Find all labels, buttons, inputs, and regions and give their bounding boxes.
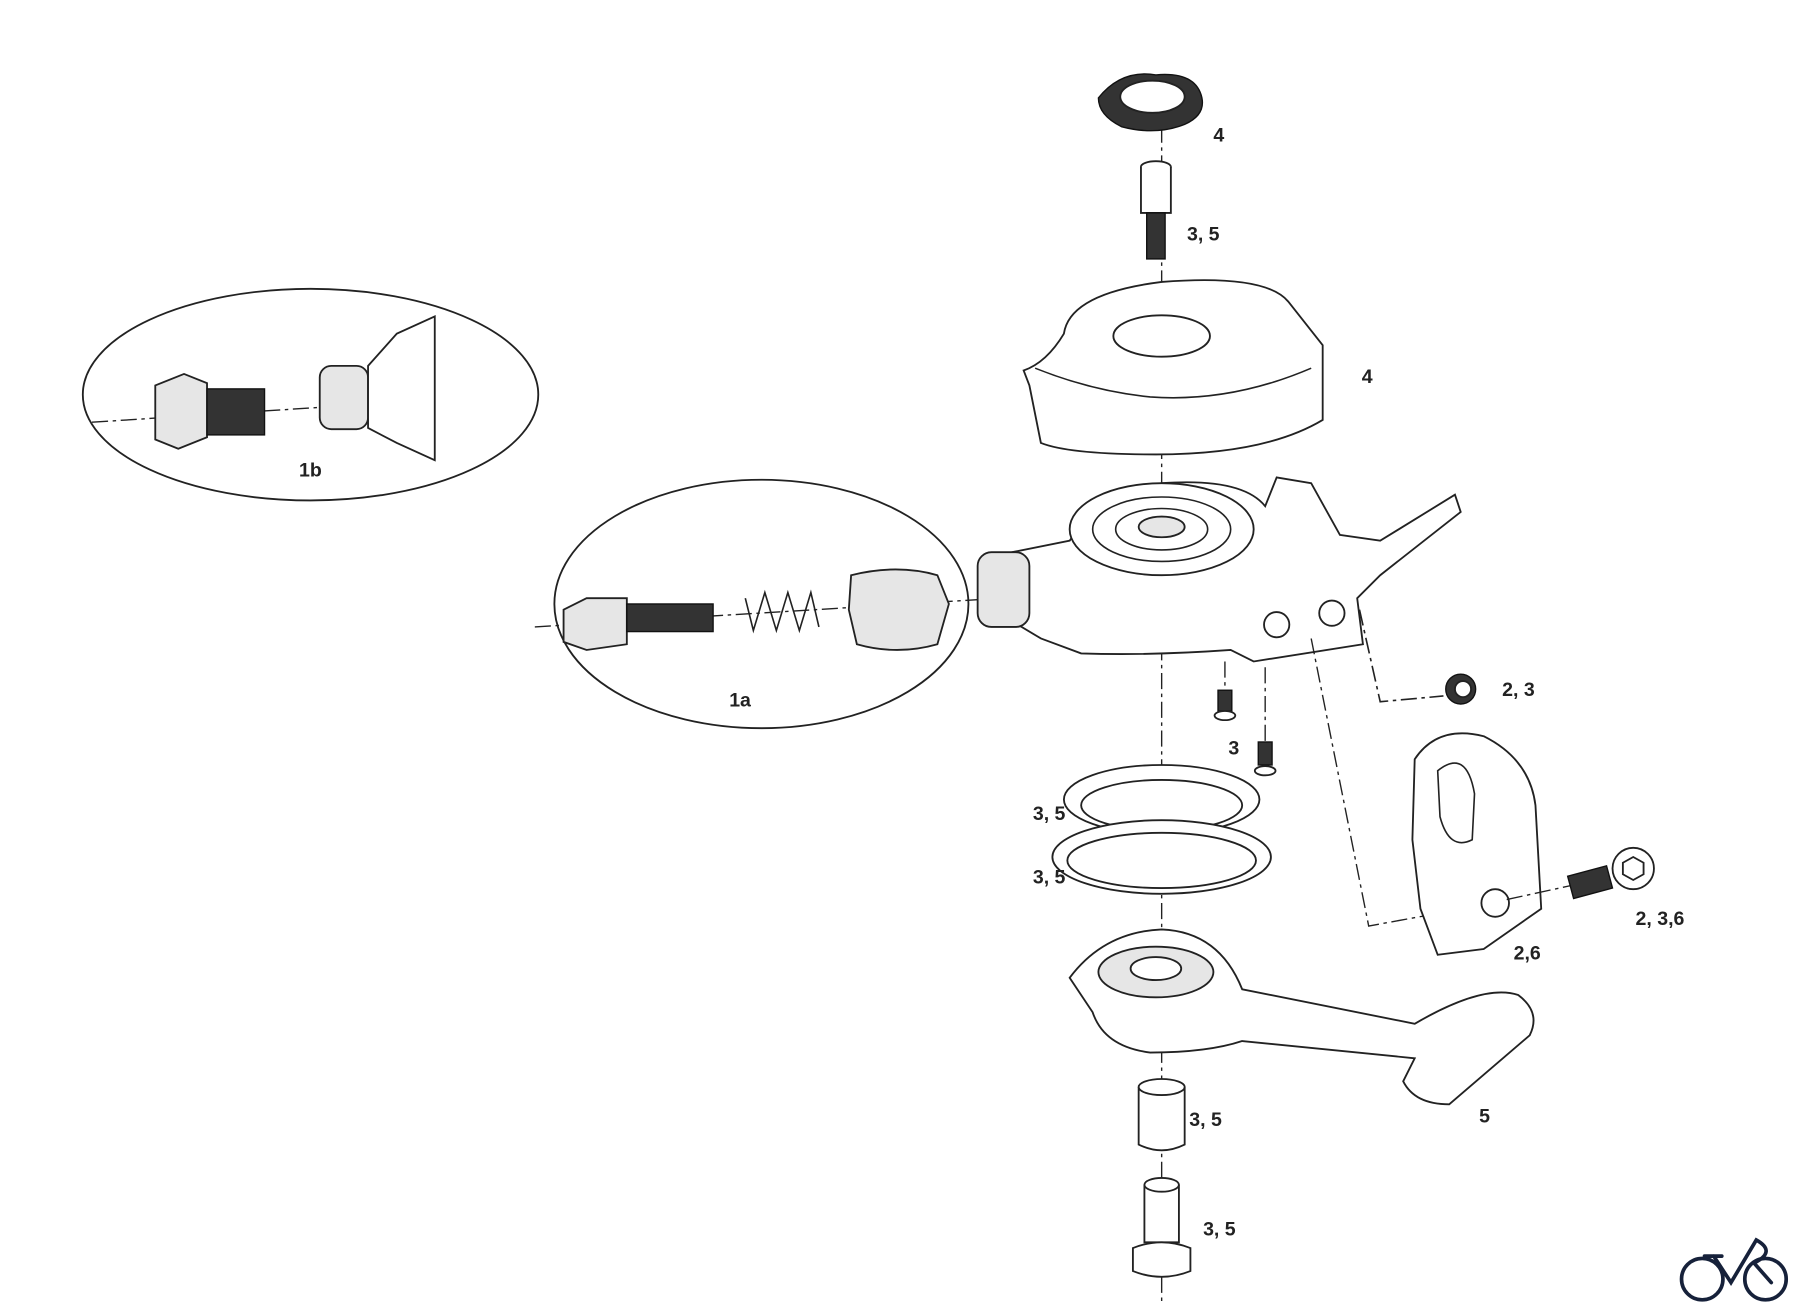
callout-washer-lower: 3, 5 — [1033, 866, 1066, 888]
callout-lever: 5 — [1479, 1106, 1490, 1128]
callout-knob: 4 — [1213, 125, 1224, 147]
detail-1b-inset — [81, 287, 540, 502]
clamp-bolt-part — [1506, 846, 1655, 901]
bicycle-logo — [1679, 1237, 1789, 1302]
callout-bolt-top: 3, 5 — [1187, 224, 1220, 246]
cap-bolt-part — [1358, 609, 1477, 705]
bottom-bolt-part — [1131, 1176, 1192, 1278]
adjuster-knob-part — [1097, 73, 1204, 132]
callout-1b: 1b — [299, 459, 322, 481]
small-screws-part — [1213, 661, 1277, 777]
callout-washer-upper: 3, 5 — [1033, 803, 1066, 825]
washers-part — [1051, 764, 1272, 895]
shifter-housing-part — [976, 476, 1462, 663]
callout-bottom-bolt: 3, 5 — [1203, 1218, 1236, 1240]
cover-part — [1022, 279, 1324, 456]
callout-clamp-bolt: 2, 3,6 — [1636, 908, 1685, 930]
bushing-part — [1137, 1078, 1186, 1152]
detail-1a-inset — [534, 478, 1001, 730]
lever-part — [1068, 928, 1535, 1106]
callout-clamp: 2,6 — [1514, 942, 1541, 964]
callout-cover: 4 — [1362, 366, 1373, 388]
callout-cap-bolt: 2, 3 — [1502, 679, 1535, 701]
top-bolt-part — [1140, 160, 1172, 260]
callout-bushing: 3, 5 — [1189, 1109, 1222, 1131]
callout-1a: 1a — [729, 689, 751, 711]
callout-screws: 3 — [1228, 738, 1239, 760]
